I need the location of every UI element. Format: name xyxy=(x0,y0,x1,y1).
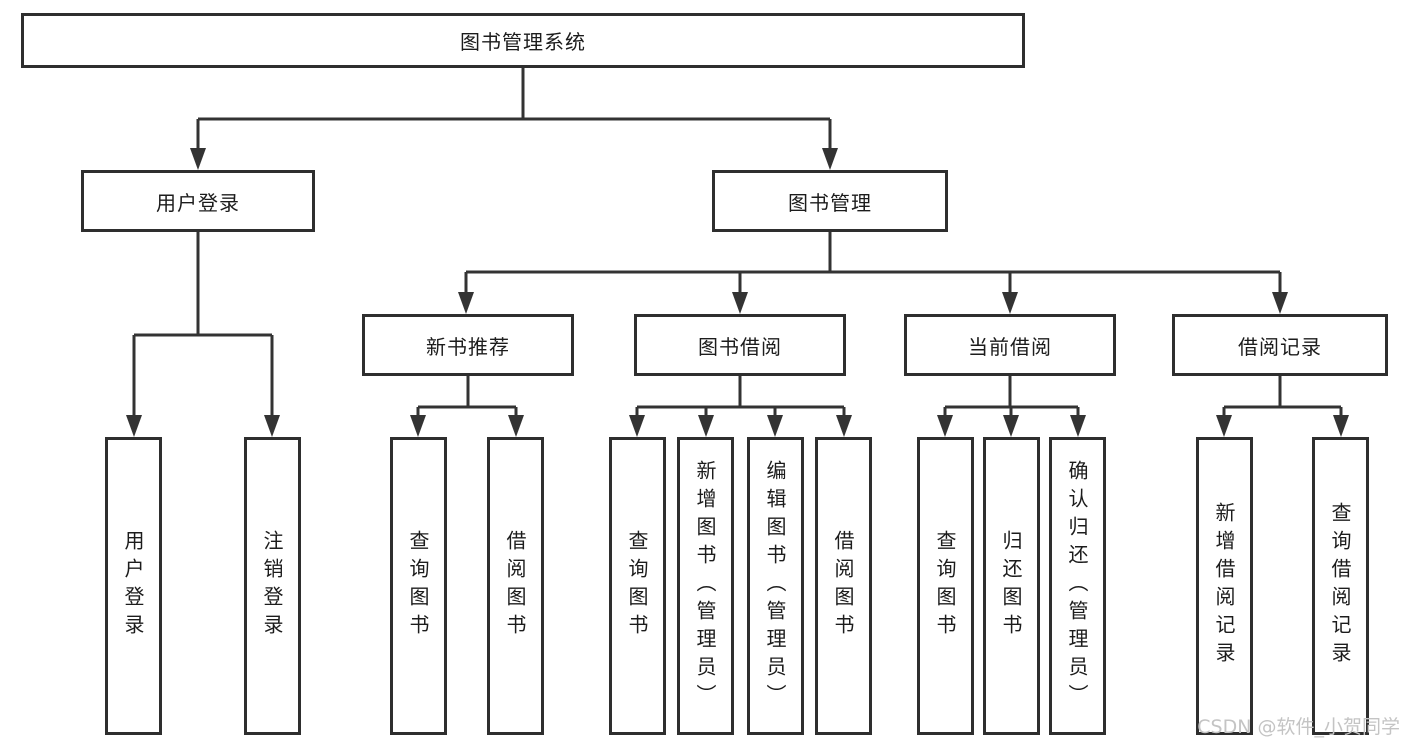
leaf-logout: 注销登录 xyxy=(244,437,301,735)
arrow-icon xyxy=(190,148,206,170)
arrow-icon xyxy=(1333,415,1349,437)
leaf-confirm-return-admin: 确认归还（管理员） xyxy=(1049,437,1106,735)
node-label: 借阅图书 xyxy=(503,530,527,642)
connector-current-borrow-to-leaves xyxy=(943,376,1080,419)
node-label: 查询图书 xyxy=(406,530,430,642)
node-label: 查询图书 xyxy=(933,530,957,642)
node-borrowing-records: 借阅记录 xyxy=(1172,314,1388,376)
arrow-icon xyxy=(1003,415,1019,437)
arrow-icon xyxy=(629,415,645,437)
arrow-icon xyxy=(937,415,953,437)
arrow-icon xyxy=(732,292,748,314)
arrow-icon xyxy=(1002,292,1018,314)
connector-root-to-level2 xyxy=(196,68,832,151)
node-book-borrowing: 图书借阅 xyxy=(634,314,846,376)
node-user-login: 用户登录 xyxy=(81,170,315,232)
leaf-query-books-recommend: 查询图书 xyxy=(390,437,447,735)
leaf-borrow-books-recommend: 借阅图书 xyxy=(487,437,544,735)
connector-book-borrow-to-leaves xyxy=(635,376,846,419)
arrow-icon xyxy=(698,415,714,437)
node-label: 归还图书 xyxy=(999,530,1023,642)
node-label: 借阅图书 xyxy=(831,530,855,642)
node-book-management: 图书管理 xyxy=(712,170,948,232)
node-new-book-recommend: 新书推荐 xyxy=(362,314,574,376)
node-library-management-system: 图书管理系统 xyxy=(21,13,1025,68)
node-label: 当前借阅 xyxy=(968,334,1052,359)
leaf-query-books-current: 查询图书 xyxy=(917,437,974,735)
node-label: 图书借阅 xyxy=(698,334,782,359)
arrow-icon xyxy=(458,292,474,314)
arrow-icon xyxy=(410,415,426,437)
leaf-user-login: 用户登录 xyxy=(105,437,162,735)
leaf-borrow-books-borrowing: 借阅图书 xyxy=(815,437,872,735)
node-label: 新增图书（管理员） xyxy=(693,460,717,712)
arrow-icon xyxy=(1070,415,1086,437)
leaf-add-borrow-record: 新增借阅记录 xyxy=(1196,437,1253,735)
node-label: 确认归还（管理员） xyxy=(1065,460,1089,712)
arrow-icon xyxy=(1216,415,1232,437)
leaf-query-borrow-record: 查询借阅记录 xyxy=(1312,437,1369,735)
leaf-return-books: 归还图书 xyxy=(983,437,1040,735)
arrow-icon xyxy=(508,415,524,437)
node-label: 注销登录 xyxy=(260,530,284,642)
arrow-icon xyxy=(264,415,280,437)
leaf-add-books-admin: 新增图书（管理员） xyxy=(677,437,734,735)
node-label: 查询图书 xyxy=(625,530,649,642)
connector-user-login-to-leaves xyxy=(132,232,274,419)
connector-book-mgmt-to-level3 xyxy=(464,232,1282,295)
arrow-icon xyxy=(836,415,852,437)
leaf-query-books-borrowing: 查询图书 xyxy=(609,437,666,735)
connector-new-book-to-leaves xyxy=(416,376,518,419)
arrowheads xyxy=(126,148,1349,437)
leaf-edit-books-admin: 编辑图书（管理员） xyxy=(747,437,804,735)
node-current-borrowing: 当前借阅 xyxy=(904,314,1116,376)
connector-borrow-records-to-leaves xyxy=(1222,376,1343,419)
arrow-icon xyxy=(126,415,142,437)
node-label: 用户登录 xyxy=(156,190,240,215)
node-label: 新增借阅记录 xyxy=(1212,502,1236,670)
node-label: 图书管理系统 xyxy=(460,30,586,54)
arrow-icon xyxy=(1272,292,1288,314)
node-label: 新书推荐 xyxy=(426,334,510,359)
arrow-icon xyxy=(822,148,838,170)
csdn-watermark: CSDN @软件_小贺同学 xyxy=(1197,716,1400,738)
node-label: 图书管理 xyxy=(788,190,872,215)
node-label: 编辑图书（管理员） xyxy=(763,460,787,712)
arrow-icon xyxy=(767,415,783,437)
node-label: 查询借阅记录 xyxy=(1328,502,1352,670)
node-label: 用户登录 xyxy=(121,530,145,642)
node-label: 借阅记录 xyxy=(1238,334,1322,359)
